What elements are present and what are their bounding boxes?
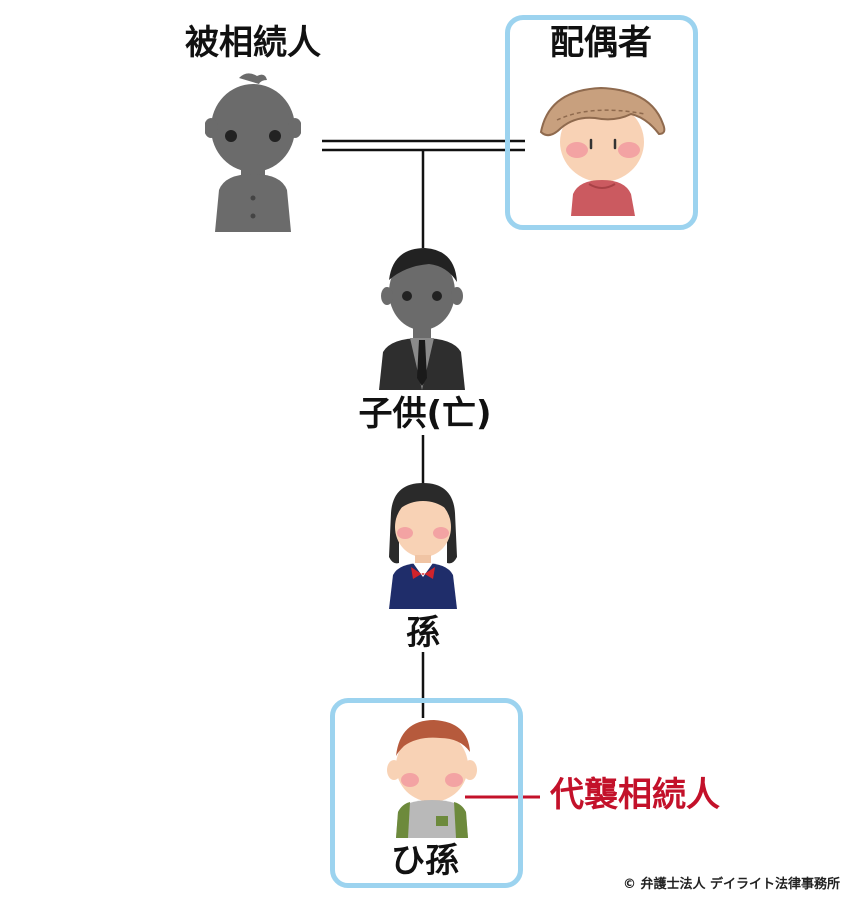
spouse-highlight-box	[505, 15, 698, 230]
spouse-person-figure	[539, 86, 666, 216]
child-label: 子供(亡)	[358, 394, 492, 434]
grandchild-label: 孫	[406, 613, 440, 653]
great-grandchild-highlight-box	[330, 698, 523, 888]
child-person-figure	[379, 248, 465, 390]
copyright-notice: © 弁護士法人 デイライト法律事務所	[622, 877, 840, 892]
grandchild-person-figure	[389, 483, 457, 609]
great-grandchild-label: ひ孫	[391, 841, 459, 881]
deceased-person-figure	[205, 73, 301, 232]
spouse-label: 配偶者	[550, 23, 652, 63]
deceased-label: 被相続人	[185, 23, 321, 63]
substitute-heir-annotation: 代襲相続人	[550, 775, 720, 815]
great-grandchild-person-figure	[387, 720, 477, 838]
